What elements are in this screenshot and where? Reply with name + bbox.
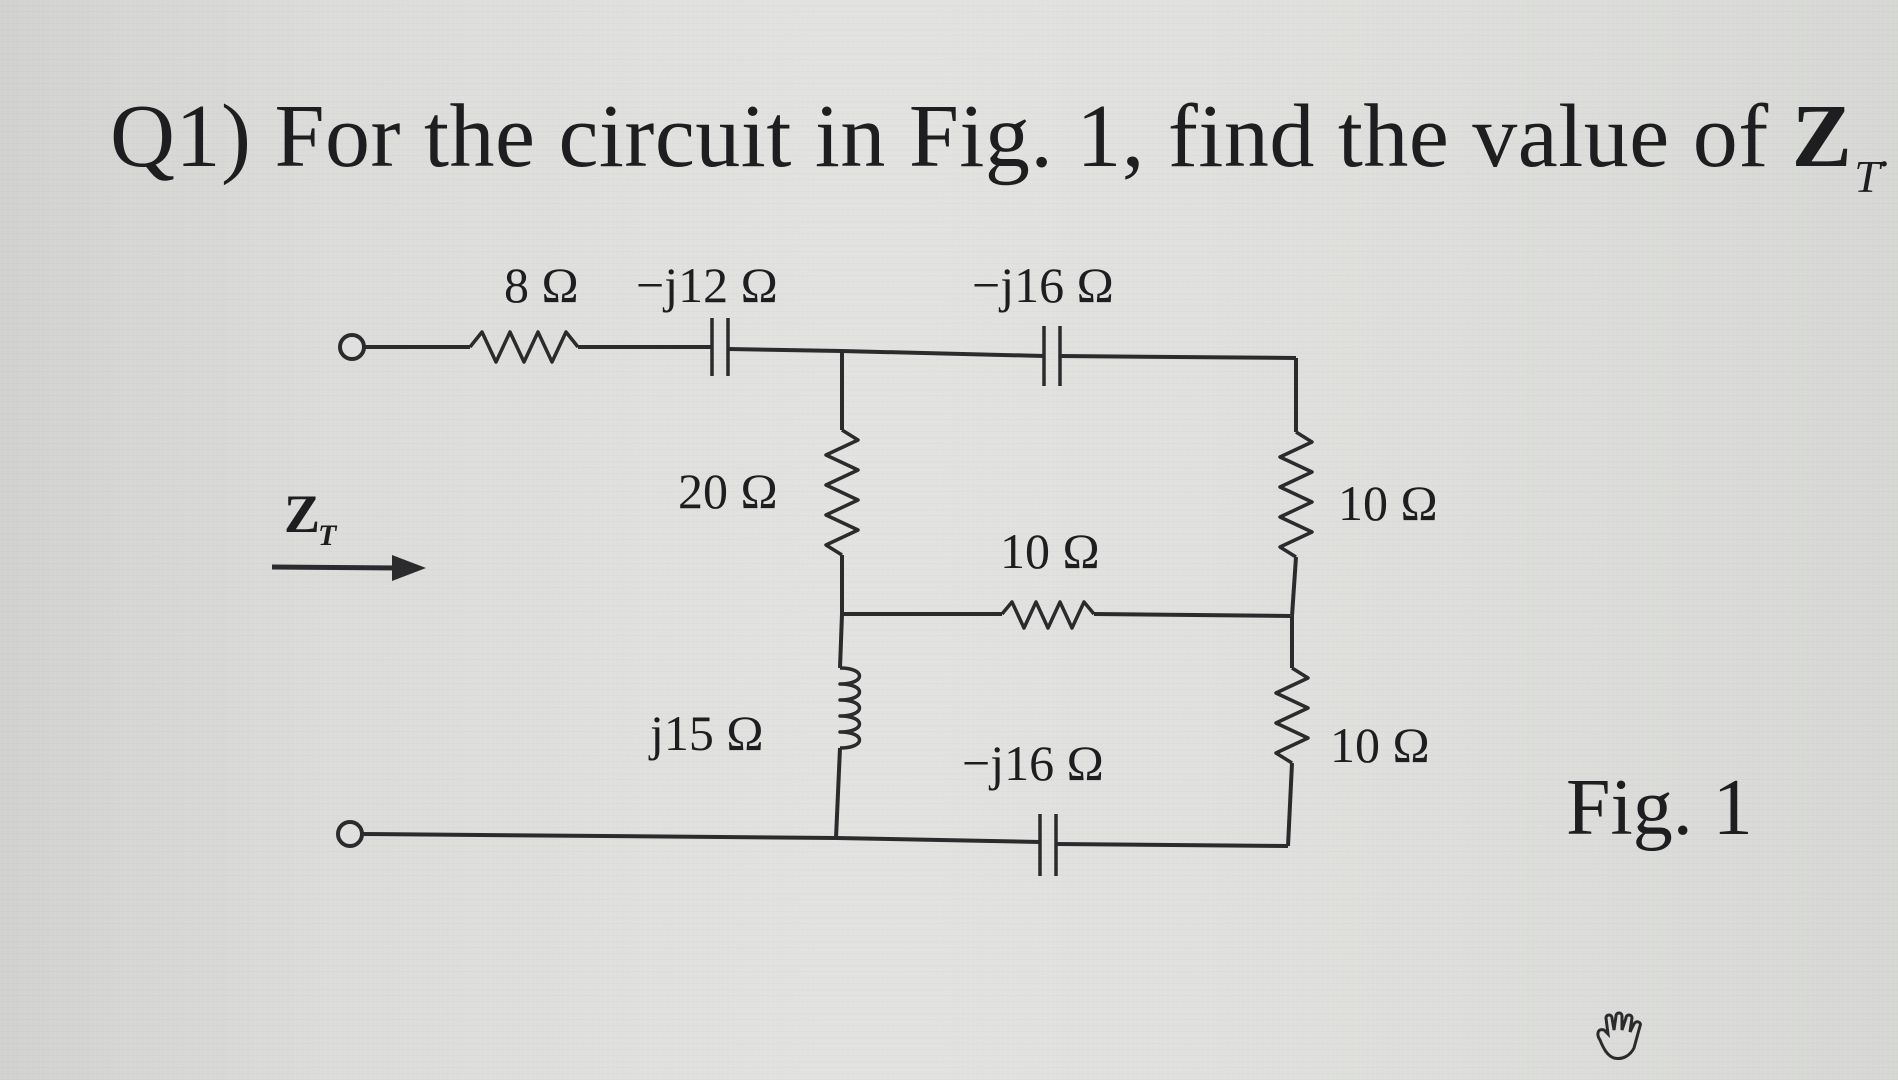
- wire-right-vertical-2: [1290, 556, 1298, 617]
- wire-top-2: [727, 347, 843, 353]
- zt-label-subscript: T: [318, 519, 338, 552]
- wire-top-3: [841, 349, 1045, 358]
- resistor-right-top-10-ohm: [1278, 430, 1314, 559]
- resistor-middle-10-ohm: [1000, 600, 1096, 630]
- top-terminal: [338, 333, 366, 361]
- question-trail: . .: [1878, 125, 1898, 176]
- bottom-terminal: [336, 820, 364, 848]
- question-prefix: Q1) For the circuit in Fig. 1, find the …: [110, 87, 1792, 186]
- label-bottom-capacitor: −j16 Ω: [962, 735, 1104, 791]
- question-text: Q1) For the circuit in Fig. 1, find the …: [110, 92, 1898, 200]
- figure-label: Fig. 1: [1566, 764, 1753, 852]
- capacitor-minus-j12: [710, 318, 730, 376]
- label-left-inductor: j15 Ω: [648, 705, 764, 761]
- inductor-j15: [838, 666, 862, 750]
- wire-left-lower-1: [838, 613, 844, 669]
- wire-top-4: [1059, 354, 1297, 360]
- wire-bottom-2: [835, 836, 1041, 844]
- label-middle-resistor: 10 Ω: [1000, 523, 1100, 579]
- wire-bottom-3: [1055, 842, 1289, 848]
- arrow-right-icon: [271, 555, 426, 581]
- resistor-20-ohm: [824, 428, 860, 557]
- wire-left-lower-2: [834, 747, 842, 839]
- wire-right-lower-2: [1286, 762, 1294, 847]
- resistor-8-ohm: [468, 330, 580, 364]
- question-z-symbol: Z: [1791, 87, 1853, 186]
- label-right-top-resistor: 10 Ω: [1338, 475, 1438, 531]
- question-z-subscript: T: [1854, 151, 1881, 202]
- label-series-resistor: 8 Ω: [504, 257, 579, 313]
- wire-bottom-1: [361, 832, 837, 840]
- label-series-capacitor: −j12 Ω: [636, 257, 778, 313]
- capacitor-top-minus-j16: [1042, 326, 1062, 386]
- capacitor-bottom-minus-j16: [1038, 814, 1058, 876]
- label-left-resistor: 20 Ω: [678, 463, 778, 519]
- zt-label-symbol: Z: [284, 484, 320, 544]
- label-right-bottom-resistor: 10 Ω: [1330, 717, 1430, 773]
- label-top-capacitor: −j16 Ω: [972, 257, 1114, 313]
- hand-cursor-icon: [1596, 1011, 1642, 1060]
- resistor-right-bottom-10-ohm: [1274, 666, 1310, 765]
- wire-middle-2: [1093, 612, 1291, 618]
